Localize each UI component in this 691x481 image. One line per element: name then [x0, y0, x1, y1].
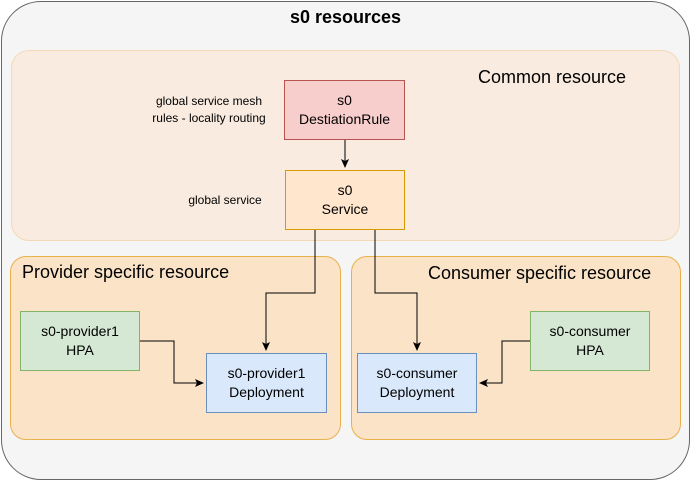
edge-service-to-consumer-deployment — [374, 230, 421, 351]
common-resource-label: Common resource — [478, 67, 627, 87]
service-node: s0 Service — [285, 170, 405, 230]
consumer-hpa-node: s0-consumer HPA — [530, 311, 650, 371]
destination-rule-note: global service mesh rules - locality rou… — [152, 94, 266, 125]
provider-resource-label: Provider specific resource — [22, 262, 230, 282]
service-note: global service — [188, 193, 262, 207]
provider-hpa-node: s0-provider1 HPA — [20, 311, 140, 371]
edge-consumer-hpa-to-deployment — [479, 340, 530, 387]
destination-rule-node: s0 DestiationRule — [284, 80, 405, 140]
diagram-title: s0 resources — [289, 7, 402, 27]
provider-deployment-node: s0-provider1 Deployment — [206, 353, 327, 413]
consumer-deployment-node: s0-consumer Deployment — [357, 353, 477, 413]
edge-service-to-provider-deployment — [262, 230, 316, 351]
consumer-resource-label: Consumer specific resource — [428, 263, 652, 283]
edge-provider-hpa-to-deployment — [140, 340, 204, 387]
